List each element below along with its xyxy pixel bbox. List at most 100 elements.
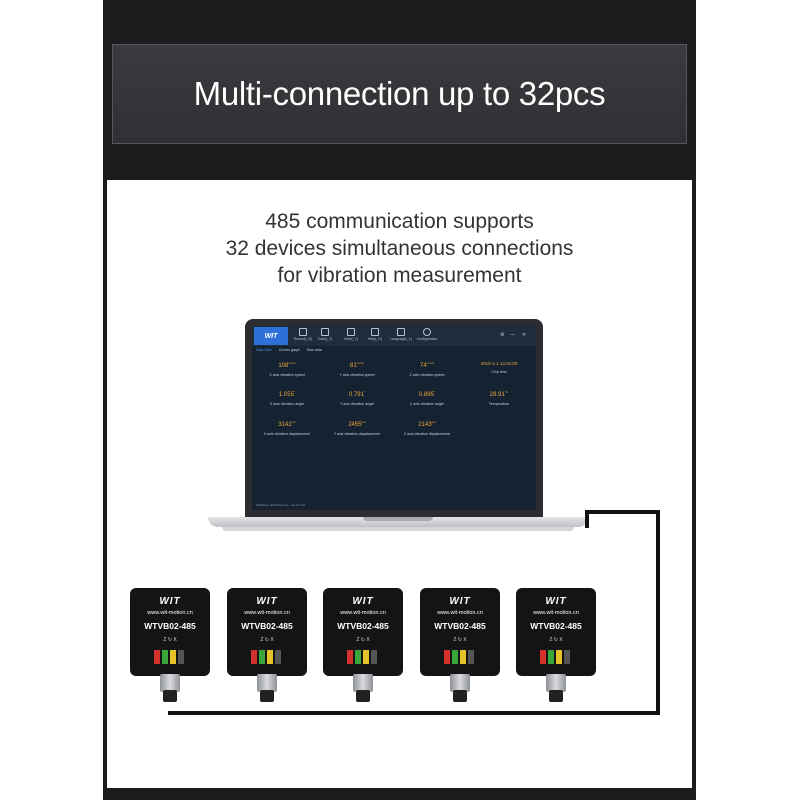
reading-value: 0.895	[418, 392, 434, 398]
reading-value: 28.91	[489, 392, 505, 398]
sensor-brand-logo: WIT	[159, 596, 181, 607]
reading-label: X axis vibration speed	[269, 373, 305, 377]
sensor-url: www.wit-motion.cn	[533, 610, 579, 616]
reading-label: Y axis vibration angle	[339, 402, 375, 406]
sensor-brand-logo: WIT	[352, 596, 374, 607]
banner-title: Multi-connection up to 32pcs	[193, 75, 606, 112]
cable-gland-cap	[163, 690, 177, 702]
sensor-pins	[540, 650, 574, 664]
sensor-device: WIT www.wit-motion.cn WTVB02-485 Z ↻ X	[130, 588, 210, 702]
toolbar-tools-button[interactable]: Tools(_T)	[314, 328, 336, 344]
pin-a	[259, 650, 265, 664]
reading-label: Z axis vibration speed	[409, 373, 445, 377]
reading-label: X axis vibration displacement	[263, 432, 311, 436]
toolbar-configuration-button[interactable]: Configuration	[416, 328, 438, 344]
cable-gland	[353, 674, 373, 692]
pin-b	[460, 650, 466, 664]
reading-x-speed: 108mm/s X axis vibration speed	[252, 361, 322, 377]
pin-vcc	[154, 650, 160, 664]
reading-value: 81	[349, 363, 357, 369]
pin-b	[170, 650, 176, 664]
tab-raw-data[interactable]: Raw data	[306, 348, 322, 352]
reading-y-displacement: 2455μm Y axis vibration displacement	[322, 420, 392, 436]
reading-unit: μm	[291, 420, 296, 424]
sensor-url: www.wit-motion.cn	[340, 610, 386, 616]
gear-icon	[423, 328, 431, 336]
laptop-screen: WIT Record(_R) Tools(_T) View(_V) Help(_…	[252, 326, 536, 510]
pin-gnd	[564, 650, 570, 664]
reading-x-displacement: 3141μm X axis vibration displacement	[252, 420, 322, 436]
reading-unit: °	[433, 390, 436, 394]
sensor-device: WIT www.wit-motion.cn WTVB02-485 Z ↻ X	[516, 588, 596, 702]
cable-gland-cap	[260, 690, 274, 702]
cable-laptop-drop	[585, 510, 589, 528]
axis-diagram-icon: Z ↻ X	[260, 637, 274, 643]
close-icon[interactable]: ✕	[522, 332, 527, 338]
subtitle-line: 485 communication supports	[265, 210, 534, 233]
app-status-bar: WitMotion Shenzhen Co., Ltd 2.1.0.0	[256, 503, 306, 507]
laptop-base-shadow	[222, 527, 574, 531]
reading-z-angle: 0.895° Z axis vibration angle	[392, 390, 462, 406]
reading-z-displacement: 2143μm Z axis vibration displacement	[392, 420, 462, 436]
sensor-pins	[154, 650, 188, 664]
sensor-brand-logo: WIT	[256, 596, 278, 607]
settings-icon[interactable]: ⚙	[500, 332, 505, 338]
sensor-pins	[444, 650, 478, 664]
toolbar-help-button[interactable]: Help(_H)	[364, 328, 386, 344]
reading-unit: °	[363, 390, 366, 394]
subtitle-block: 485 communication supports 32 devices si…	[112, 208, 687, 289]
pin-b	[363, 650, 369, 664]
cable-gland	[546, 674, 566, 692]
reading-label: Chip time	[491, 370, 507, 374]
sensor-model: WTVB02-485	[530, 621, 582, 631]
toolbar-label: Configuration	[416, 337, 438, 341]
pin-gnd	[275, 650, 281, 664]
toolbar-language-button[interactable]: Language(_L)	[390, 328, 412, 344]
reading-temperature: 28.91°C Temperature	[464, 390, 534, 406]
frame-bottom-border	[103, 788, 696, 800]
sensor-brand-logo: WIT	[449, 596, 471, 607]
laptop-base	[208, 517, 588, 527]
app-toolbar: WIT Record(_R) Tools(_T) View(_V) Help(_…	[252, 326, 536, 346]
pin-gnd	[468, 650, 474, 664]
pin-a	[548, 650, 554, 664]
toolbar-record-button[interactable]: Record(_R)	[292, 328, 314, 344]
reading-y-speed: 81mm/s Y axis vibration speed	[322, 361, 392, 377]
reading-y-angle: 0.791° Y axis vibration angle	[322, 390, 392, 406]
reading-label: X axis vibration angle	[269, 402, 305, 406]
axis-diagram-icon: Z ↻ X	[453, 637, 467, 643]
toolbar-view-button[interactable]: View(_V)	[340, 328, 362, 344]
minimize-icon[interactable]: —	[510, 332, 515, 338]
sensor-pins	[251, 650, 285, 664]
reading-label: Z axis vibration displacement	[403, 432, 451, 436]
reading-label: Y axis vibration displacement	[333, 432, 381, 436]
reading-unit: °	[293, 390, 296, 394]
frame-right-border	[692, 180, 696, 800]
tab-data-view[interactable]: Data View	[256, 348, 272, 352]
reading-label: Temperature	[488, 402, 510, 406]
reading-value: 1.055	[278, 392, 294, 398]
sensor-model: WTVB02-485	[144, 621, 196, 631]
tab-curves-graph[interactable]: Curves graph	[278, 348, 300, 352]
cable-gland-cap	[453, 690, 467, 702]
cable-top	[585, 510, 660, 514]
axis-diagram-icon: Z ↻ X	[356, 637, 370, 643]
reading-unit: mm/s	[426, 361, 435, 365]
axis-diagram-icon: Z ↻ X	[163, 637, 177, 643]
cable-gland	[160, 674, 180, 692]
help-icon	[371, 328, 379, 336]
reading-value: 2143	[418, 422, 432, 428]
toolbar-label: Language(_L)	[390, 337, 412, 341]
reading-label: Y axis vibration speed	[339, 373, 375, 377]
sensor-device: WIT www.wit-motion.cn WTVB02-485 Z ↻ X	[323, 588, 403, 702]
sensor-url: www.wit-motion.cn	[244, 610, 290, 616]
frame-left-border	[103, 180, 107, 800]
sensor-brand-logo: WIT	[545, 596, 567, 607]
sensor-model: WTVB02-485	[337, 621, 389, 631]
laptop-notch	[363, 517, 433, 521]
pin-b	[556, 650, 562, 664]
cable-bus	[168, 711, 660, 715]
pin-a	[452, 650, 458, 664]
reading-x-angle: 1.055° X axis vibration angle	[252, 390, 322, 406]
